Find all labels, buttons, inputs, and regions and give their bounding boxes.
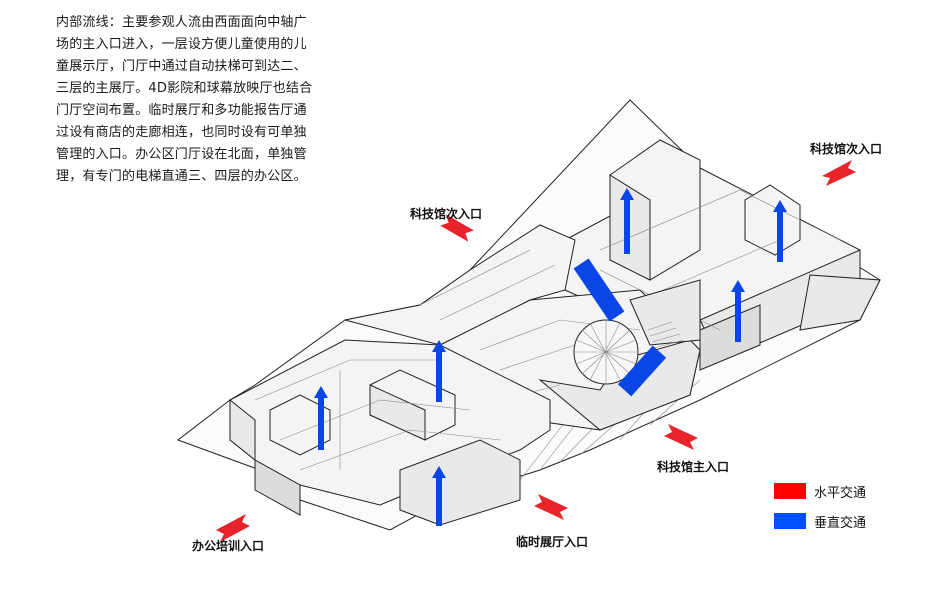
description-line: 理，有专门的电梯直通三、四层的办公区。 (56, 169, 307, 184)
description-line: 门厅空间布置。临时展厅和多功能报告厅通 (56, 103, 307, 118)
description-line: 过设有商店的走廊相连，也同时设有可单独 (56, 125, 307, 140)
label-tech-main: 科技馆主入口 (657, 460, 730, 474)
label-temp-exhibition: 临时展厅入口 (516, 535, 589, 549)
legend-swatch-blue (774, 513, 806, 529)
legend-label: 垂直交通 (814, 515, 867, 531)
arrow-main-entrance (664, 424, 698, 450)
legend-item-horizontal: 水平交通 (774, 480, 866, 502)
description-line: 三层的主展厅。4D影院和球幕放映厅也结合 (56, 81, 313, 96)
label-tech-secondary-north: 科技馆次入口 (410, 207, 483, 221)
arrow-east-secondary (822, 160, 856, 186)
label-tech-secondary-east: 科技馆次入口 (810, 142, 883, 156)
escalator-ramp-2 (617, 345, 667, 397)
description-line: 童展示厅，门厅中通过自动扶梯可到达二、 (56, 59, 307, 74)
arrow-north-secondary (440, 214, 474, 242)
dome-globe (573, 319, 639, 385)
description-line: 管理的入口。办公区门厅设在北面，单独管 (56, 147, 307, 162)
description-text: 内部流线：主要参观人流由西面面向中轴广 场的主入口进入，一层设方便儿童使用的儿 … (56, 12, 356, 188)
arrow-temp-exhibition (534, 494, 568, 520)
label-office-training: 办公培训入口 (192, 539, 265, 553)
legend: 水平交通 垂直交通 (774, 480, 866, 540)
legend-label: 水平交通 (814, 485, 867, 501)
legend-swatch-red (774, 483, 806, 499)
west-wing (229, 339, 551, 526)
description-line: 场的主入口进入，一层设方便儿童使用的儿 (56, 37, 307, 52)
vertical-circulation (314, 188, 787, 526)
description-line: 内部流线：主要参观人流由西面面向中轴广 (56, 15, 307, 30)
legend-item-vertical: 垂直交通 (774, 510, 866, 532)
escalator-ramp-1 (573, 258, 625, 322)
horizontal-circulation (216, 160, 856, 542)
arrow-office-entrance (216, 514, 250, 542)
north-corridor (344, 224, 576, 346)
